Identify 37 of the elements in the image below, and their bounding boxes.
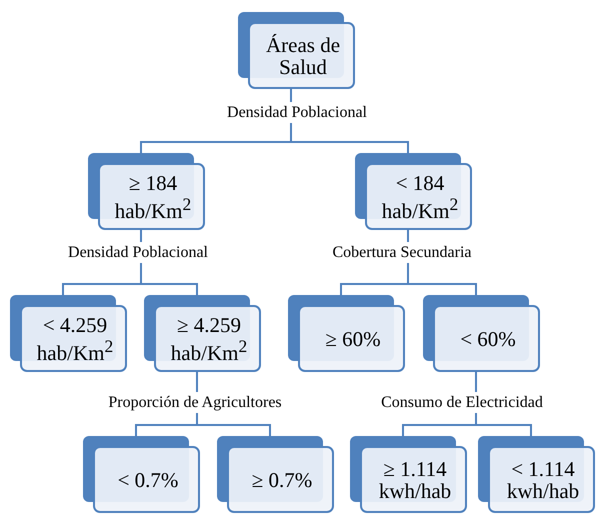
stacked-box — [355, 153, 473, 231]
connector-line — [196, 372, 198, 392]
box-label: ≥ 4.259 hab/Km$^{2}$ — [170, 314, 248, 364]
split-label: Densidad Poblacional — [68, 243, 208, 262]
split-label: Consumo de Electricidad — [381, 393, 543, 412]
split-label: Proporción de Agricultores — [108, 393, 282, 412]
stacked-box — [83, 436, 201, 514]
box-label: ≥ 184 hab/Km$^{2}$ — [114, 172, 192, 222]
box-label: < 184 hab/Km$^{2}$ — [380, 172, 460, 222]
stacked-box — [144, 295, 262, 373]
box-label: < 0.7% — [118, 468, 178, 492]
stacked-box — [350, 436, 468, 514]
box-label: < 1.114 kwh/hab — [506, 458, 580, 502]
stacked-box — [88, 153, 206, 231]
stacked-box — [478, 436, 596, 514]
connector-line — [407, 230, 409, 242]
box-label: ≥ 1.114 kwh/hab — [378, 458, 452, 502]
stacked-box — [288, 295, 406, 373]
stacked-box — [217, 436, 335, 514]
connector-line — [475, 413, 532, 436]
connector-line — [475, 372, 477, 392]
stacked-box — [10, 295, 128, 373]
box-label: < 4.259 hab/Km$^{2}$ — [36, 314, 114, 364]
connector-line — [196, 413, 271, 436]
connector-line — [407, 263, 477, 295]
connector-line — [140, 230, 142, 242]
box-label: Áreas de Salud — [264, 34, 342, 78]
box-label: ≥ 60% — [325, 328, 381, 350]
connector-line — [290, 89, 292, 102]
box-label: ≥ 0.7% — [252, 468, 312, 492]
connector-line — [290, 123, 409, 153]
box-label: < 60% — [460, 328, 516, 350]
stacked-box — [423, 295, 541, 373]
stacked-box — [238, 12, 356, 90]
split-label: Cobertura Secundaria — [332, 243, 472, 262]
connector-line — [140, 263, 198, 295]
split-label: Densidad Poblacional — [227, 103, 367, 122]
